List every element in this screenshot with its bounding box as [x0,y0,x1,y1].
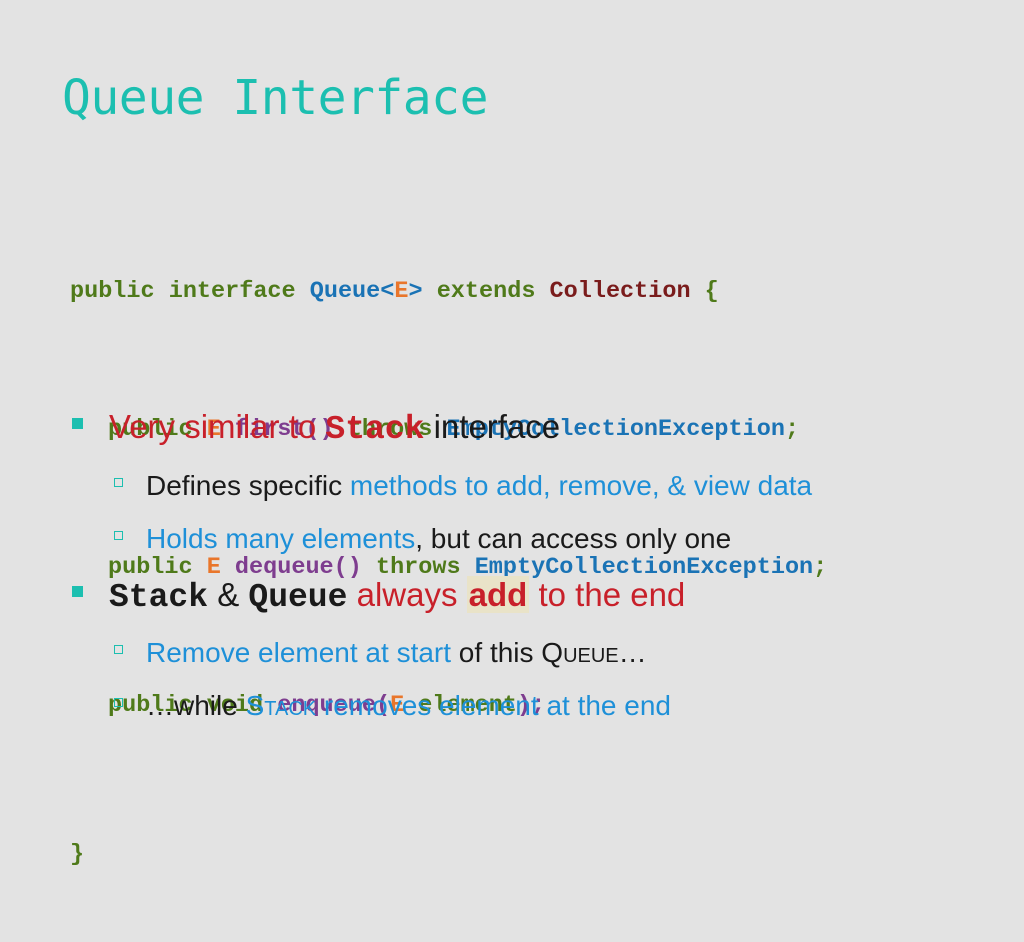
highlight-add: add [466,576,530,613]
code-term-queue: Queue [248,579,348,616]
code-block: public interface Queue<E> extends Collec… [70,206,827,942]
bullet-text: interface [424,408,561,445]
code-method-enqueue: enqueue( [277,692,391,719]
sub-bullet-highlight: removes element at the end [316,690,671,721]
code-keyword: public [108,416,207,443]
code-line-first: public E first() throws EmptyCollectionE… [70,413,827,448]
hollow-square-bullet-icon [114,645,123,654]
code-type-queue: Queue [309,278,381,305]
sub-bullet-text: , but can access only one [415,523,732,554]
sub-bullet-text: of this [451,637,542,668]
code-generic-e: E [390,692,405,719]
code-semicolon: ; [784,416,800,443]
hollow-square-bullet-icon [114,698,123,707]
sub-bullet-text: … [618,637,647,668]
code-generic-e: E [206,416,221,443]
sub-bullet-text: …while [146,690,246,721]
code-keyword: public [108,554,207,581]
code-type-collection: Collection [549,278,691,305]
sub-bullet-text: Defines specific [146,470,350,501]
code-exception-type: EmptyCollectionException [446,416,785,443]
code-line-enqueue: public void enqueue(E element); [70,689,827,724]
code-line-interface-declaration: public interface Queue<E> extends Collec… [70,275,827,310]
code-exception-type: EmptyCollectionException [474,554,814,581]
code-keyword-extends: extends [436,278,550,305]
code-keyword-throws: throws [333,416,447,443]
code-semicolon: ; [813,554,828,581]
square-bullet-icon [72,586,83,597]
code-close-paren: ); [517,692,546,719]
code-method-dequeue: dequeue() [220,554,362,581]
code-line-closing-brace: } [70,838,827,873]
sub-bullet-highlight: methods to add, remove, & view data [349,470,813,501]
code-keyword-throws: throws [361,554,475,581]
code-angle-close: > [408,278,437,305]
code-method-first: first() [220,416,334,443]
term-stack: Stack [245,690,317,721]
hollow-square-bullet-icon [114,531,123,540]
code-line-dequeue: public E dequeue() throws EmptyCollectio… [70,551,827,586]
hollow-square-bullet-icon [114,478,123,487]
code-closing-brace: } [70,841,85,868]
bullet-text: to the end [529,576,686,613]
bullet-text: & [208,576,249,613]
code-term-stack: Stack [109,579,209,616]
square-bullet-icon [72,418,83,429]
code-term-stack: Stack [325,411,425,448]
code-open-brace: { [690,278,719,305]
code-generic-e: E [394,278,409,305]
code-keyword: public void [108,692,278,719]
bullet-text: Very similar to [109,408,326,445]
slide-title: Queue Interface [62,70,488,126]
bullet-text: always [347,576,467,613]
term-queue: Queue [541,637,619,668]
code-generic-e: E [206,554,221,581]
code-angle-open: < [380,278,395,305]
code-param-element: element [404,692,517,719]
sub-bullet-highlight: Holds many elements [146,523,416,554]
sub-bullet-highlight: Remove element at start [146,637,452,668]
slide: Queue Interface public interface Queue<E… [62,70,827,868]
code-keyword: public interface [70,278,310,305]
